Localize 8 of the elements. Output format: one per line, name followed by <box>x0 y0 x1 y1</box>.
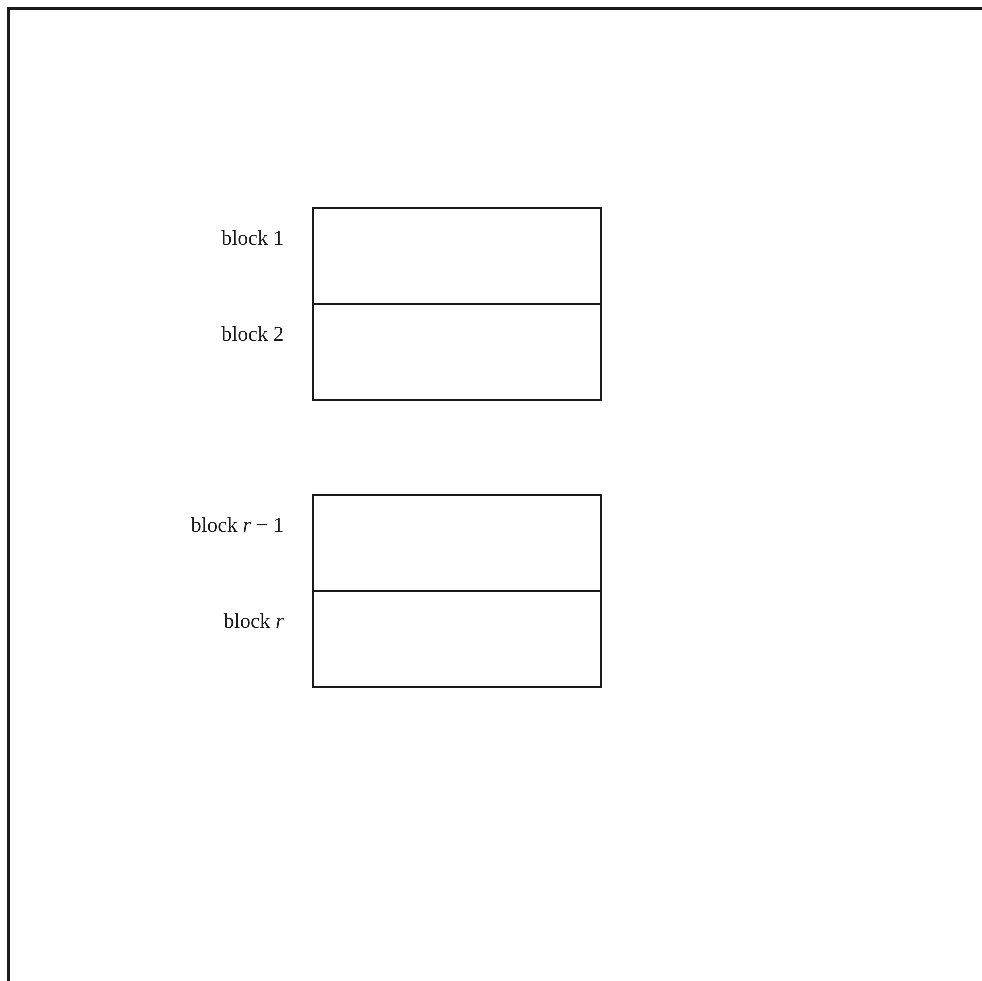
block-box <box>312 494 602 592</box>
block-label: block 2 <box>222 322 284 346</box>
block-label: block r − 1 <box>191 513 284 537</box>
block-box <box>312 207 602 305</box>
block-label: block r <box>224 609 284 633</box>
block-box <box>312 303 602 401</box>
block-box <box>312 590 602 688</box>
block-label: block 1 <box>222 226 284 250</box>
